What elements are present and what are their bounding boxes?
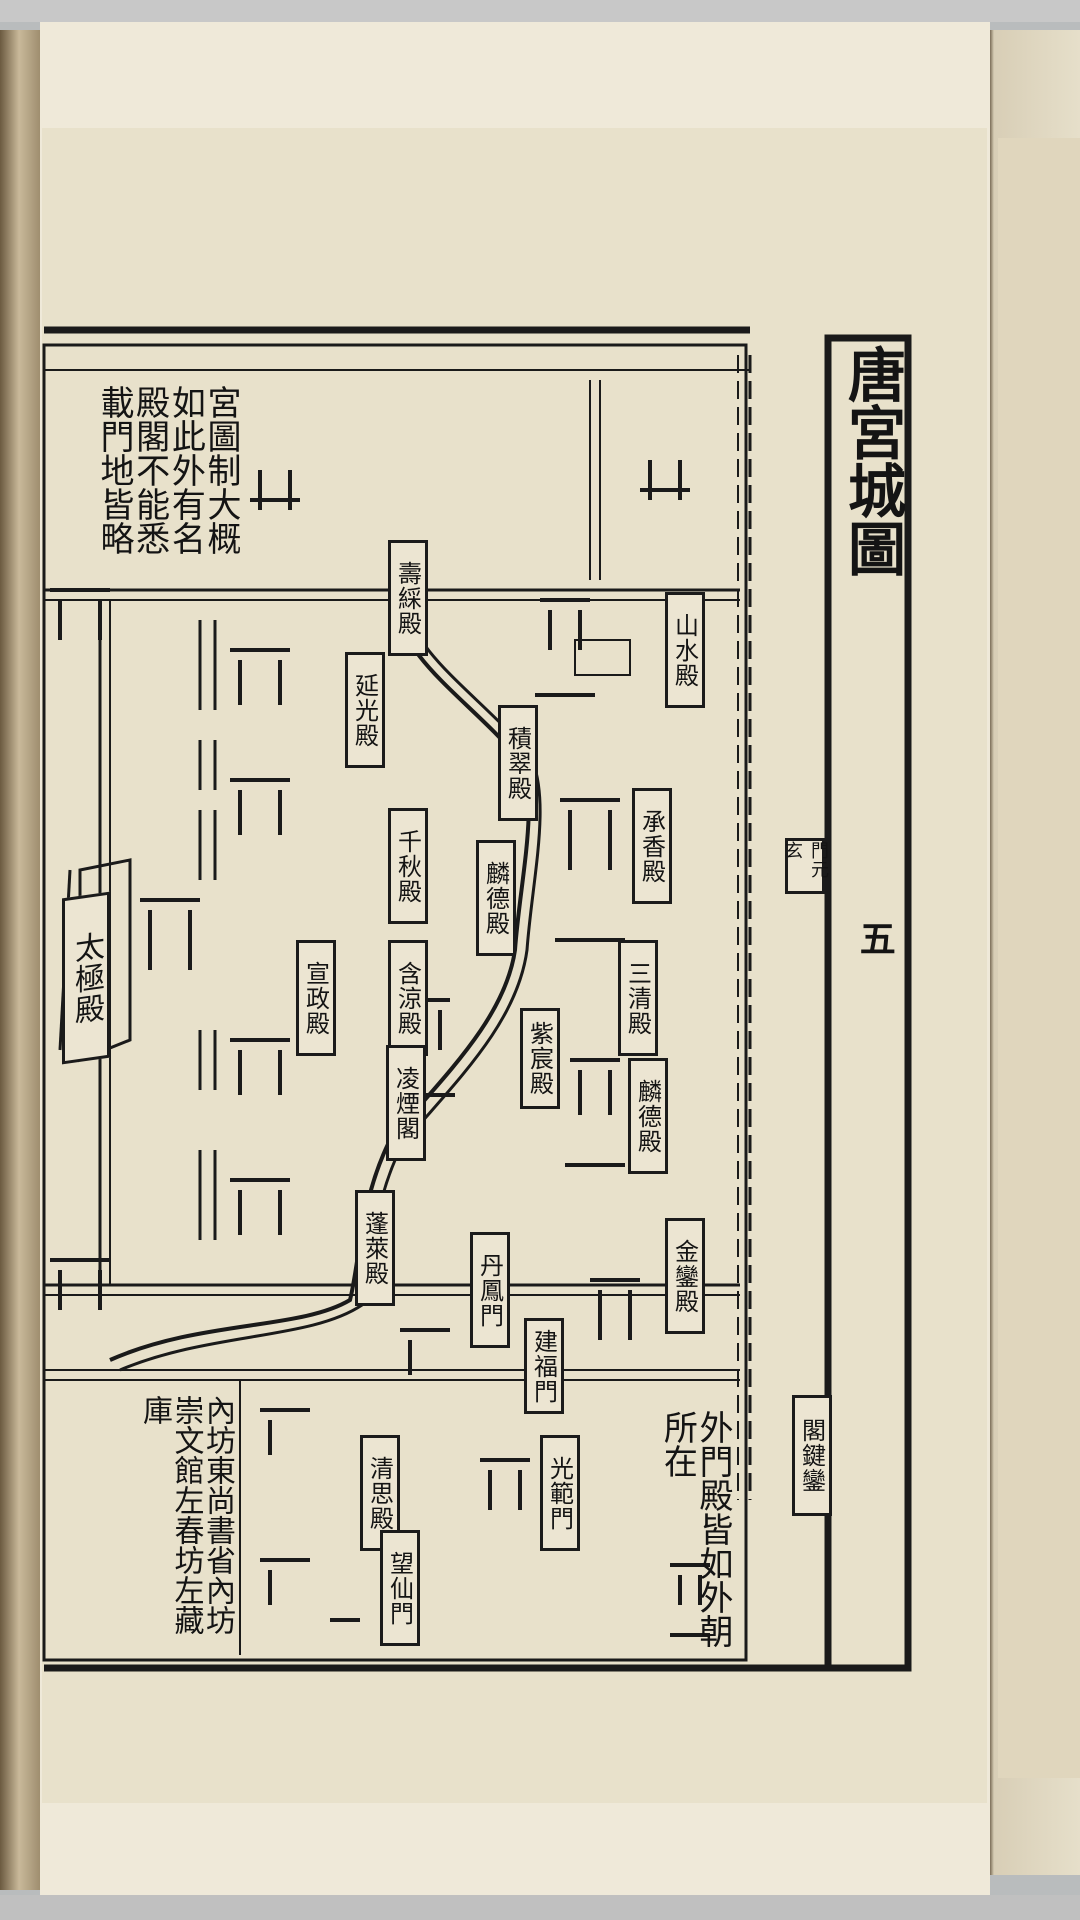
label-guangzheng: 光範門 (540, 1435, 580, 1551)
label-gate-right: 閣鍵鑾 (792, 1395, 832, 1516)
bottom-border (0, 1895, 1080, 1920)
label-qiuhuan: 千秋殿 (388, 808, 428, 924)
label-taiji: 太極殿 (62, 891, 110, 1065)
label-wangxian: 望仙門 (380, 1530, 420, 1646)
label-chengxiang: 承香殿 (632, 788, 672, 904)
label-xuande: 麟德殿 (628, 1058, 668, 1174)
top-border (0, 0, 1080, 22)
note-lower-left: 內坊東尚書省內坊崇文館左春坊左藏庫 (137, 1395, 235, 1635)
label-penglai: 蓬萊殿 (355, 1190, 395, 1306)
label-shanshui: 山水殿 (665, 592, 705, 708)
note-upper-left: 宮圖制大概如此外有名殿閣不能悉載門地皆略 (93, 385, 241, 555)
label-jianfu: 建福門 (524, 1318, 564, 1414)
next-page-inner (998, 138, 1080, 1778)
label-yanguang: 延光殿 (345, 652, 385, 768)
label-xuanwu: 丹鳳門 (470, 1232, 510, 1348)
label-jinluan: 金鑾殿 (665, 1218, 705, 1334)
label-shoulian: 壽綵殿 (388, 540, 428, 656)
label-zhiting: 凌煙閣 (386, 1045, 426, 1161)
label-linde: 麟德殿 (476, 840, 516, 956)
label-jiying: 積翠殿 (498, 705, 538, 821)
note-lower-right: 外門殿皆如外朝所在 (657, 1410, 733, 1648)
label-xuanzheng: 宣政殿 (296, 940, 336, 1056)
label-zichen: 紫宸殿 (520, 1008, 560, 1109)
label-hanliang: 含涼殿 (388, 940, 428, 1056)
label-gate-upper: 門元玄 (782, 838, 829, 894)
page-marker: 五 (853, 920, 896, 956)
page-title: 唐宮城圖 (838, 345, 906, 577)
label-sanqing: 三清殿 (618, 940, 658, 1056)
